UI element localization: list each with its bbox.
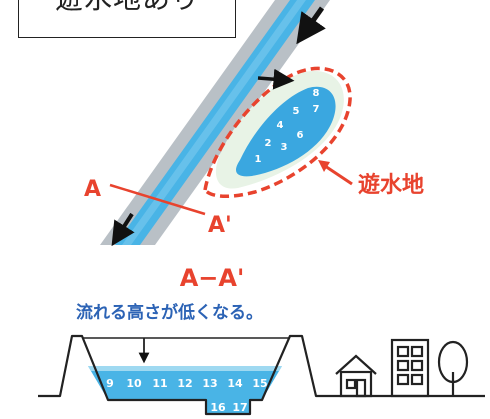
house-icon (335, 354, 377, 398)
basin-number-group: 1 2 3 4 5 6 7 8 (255, 88, 320, 165)
basin-number: 4 (277, 120, 284, 131)
section-number: 11 (152, 377, 167, 390)
section-start-label: A (84, 177, 101, 202)
channel-cross-section (38, 334, 485, 416)
tree-icon (437, 340, 469, 396)
basin-number: 1 (255, 154, 262, 165)
plan-view: 1 2 3 4 5 6 7 8 遊水地 A A' (84, 0, 424, 247)
outflow-arrow-icon (111, 212, 135, 247)
basin-label-arrow-icon (321, 162, 353, 186)
overflow-arrow-icon (257, 68, 295, 90)
basin-label: 遊水地 (358, 172, 424, 198)
basin-number: 3 (281, 142, 288, 153)
basin-label-arrowhead-icon (318, 160, 330, 172)
building-icon (390, 338, 430, 398)
flood-basin-water (236, 86, 336, 177)
header-label-text: 遊水地あり (55, 0, 200, 17)
section-caption: 流れる高さが低くなる。 (76, 302, 263, 323)
section-view: A−A' 流れる高さが低くなる。 9 10 11 12 13 14 15 16 … (38, 264, 485, 416)
section-number: 14 (227, 377, 243, 390)
section-number: 15 (252, 377, 267, 390)
basin-number: 5 (293, 106, 300, 117)
section-number-group: 9 10 11 12 13 14 15 16 17 (106, 377, 267, 414)
section-number: 16 (210, 401, 226, 414)
header-label-box: 遊水地あり (18, 0, 236, 38)
channel-water (88, 366, 282, 414)
inflow-arrow-icon (296, 6, 326, 45)
section-line (109, 183, 206, 216)
basin-number: 6 (297, 130, 304, 141)
basin-number: 8 (313, 88, 320, 99)
section-end-label: A' (208, 213, 232, 238)
section-number: 12 (177, 377, 192, 390)
basin-number: 7 (313, 104, 320, 115)
channel-water-surface (88, 366, 282, 371)
section-number: 9 (106, 377, 114, 390)
basin-number: 2 (265, 138, 272, 149)
river-channel-highlight (122, 0, 306, 245)
section-title: A−A' (180, 264, 245, 292)
section-number: 10 (126, 377, 142, 390)
flood-basin-boundary (203, 66, 352, 198)
section-number: 13 (202, 377, 217, 390)
section-number: 17 (232, 401, 247, 414)
